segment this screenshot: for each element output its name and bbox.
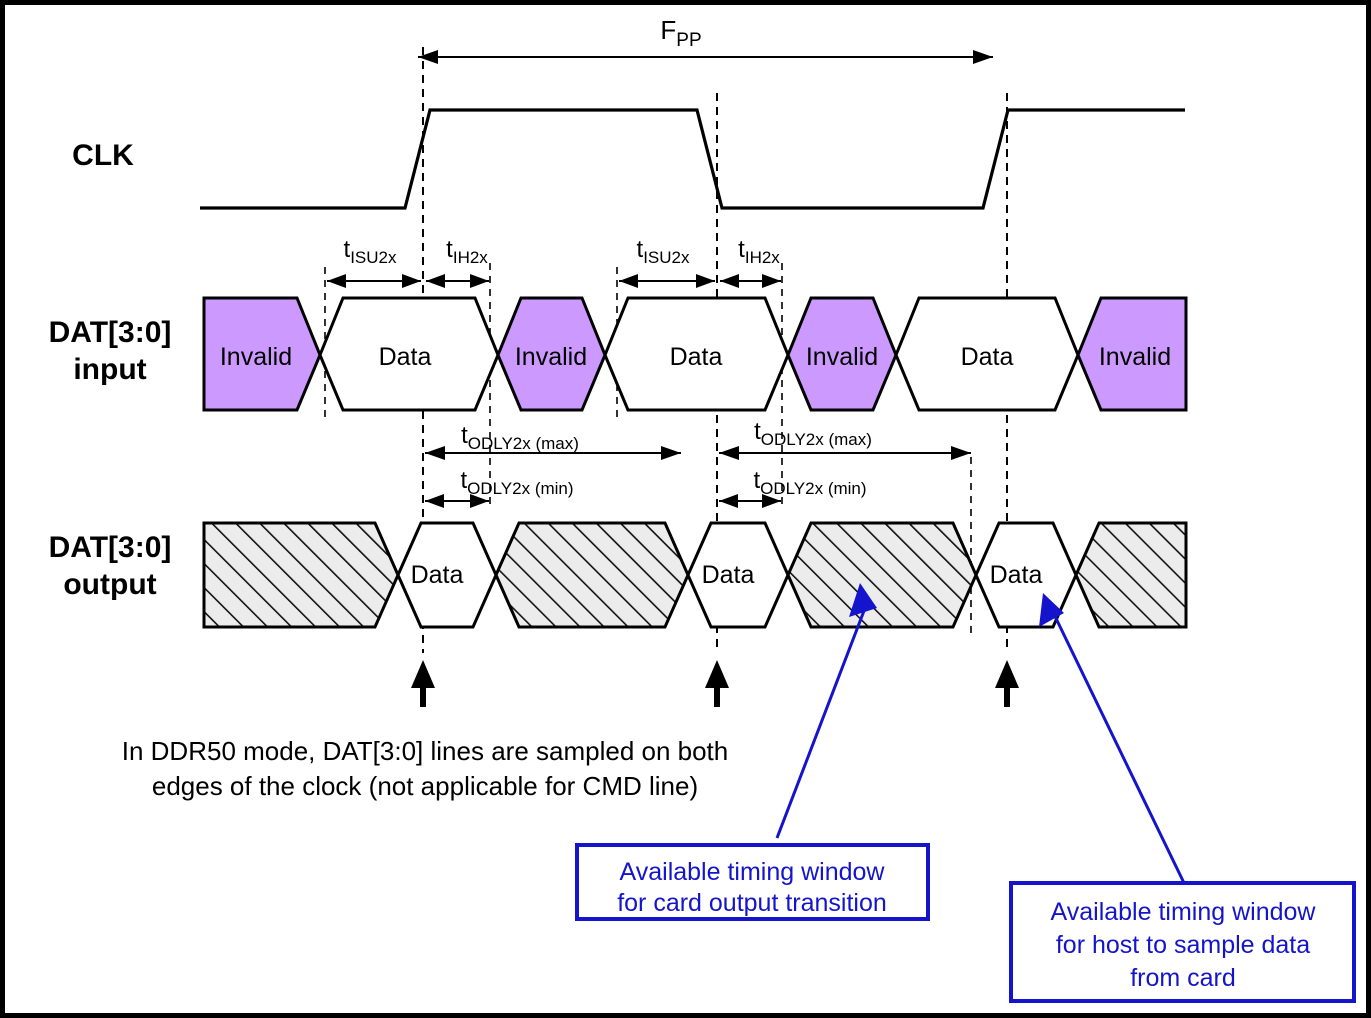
input-cell-label-6: Invalid bbox=[1099, 343, 1171, 371]
fpp-arrow-right bbox=[973, 50, 993, 64]
callout-2-line-1: Available timing window bbox=[1051, 898, 1317, 926]
input-cell-label-4: Invalid bbox=[806, 343, 878, 371]
input-cell-invalid-6 bbox=[1076, 296, 1188, 412]
callout-2-line-2: for host to sample data bbox=[1056, 931, 1310, 959]
row-label-dat-input-line2: input bbox=[73, 353, 146, 386]
output-cell-label-5: Data bbox=[990, 561, 1043, 589]
callout-leader-2-head bbox=[1039, 593, 1064, 627]
sampling-arrow-3 bbox=[995, 660, 1019, 707]
dat-input-waveform: Invalid Data Invalid Data Invalid Data I… bbox=[202, 296, 1188, 412]
caption-block: In DDR50 mode, DAT[3:0] lines are sample… bbox=[122, 736, 729, 801]
input-cell-label-0: Invalid bbox=[220, 343, 292, 371]
row-label-clk: CLK bbox=[72, 139, 134, 172]
callout-leader-1-head bbox=[849, 583, 877, 617]
todly2x-min-label-2: tODLY2x (min) bbox=[753, 467, 866, 498]
output-cell-hatched-6 bbox=[1074, 521, 1188, 629]
input-cell-label-2: Invalid bbox=[515, 343, 587, 371]
output-cell-hatched-2 bbox=[494, 521, 690, 629]
fpp-arrow-left bbox=[418, 50, 438, 64]
tih2x-label-1: tIH2x bbox=[446, 236, 488, 267]
output-cell-label-1: Data bbox=[411, 561, 464, 589]
input-cell-label-3: Data bbox=[670, 343, 723, 371]
tisu2x-label-1: tISU2x bbox=[344, 236, 397, 267]
callout-leader-2 bbox=[1049, 607, 1187, 886]
row-label-dat-output-line2: output bbox=[63, 568, 156, 601]
callout-box-1[interactable] bbox=[575, 843, 930, 921]
callout-card-output-transition[interactable]: Available timing window for card output … bbox=[575, 843, 930, 921]
input-cell-label-5: Data bbox=[961, 343, 1014, 371]
ddr50-timing-diagram: FPP CLK DAT[3:0] input DAT[3:0] output t… bbox=[49, 15, 1356, 1003]
todly2x-max-label-1: tODLY2x (max) bbox=[461, 422, 579, 453]
callout-leader-1 bbox=[775, 602, 869, 839]
tih2x-label-2: tIH2x bbox=[738, 236, 780, 267]
setup-hold-markers: tISU2x tIH2x tISU2x tIH2x bbox=[327, 236, 781, 288]
callout-box-2[interactable] bbox=[1009, 881, 1356, 1003]
input-cell-invalid-0 bbox=[202, 296, 322, 412]
row-label-dat-output-line1: DAT[3:0] bbox=[49, 531, 172, 564]
input-cell-label-1: Data bbox=[379, 343, 432, 371]
todly2x-min-label-1: tODLY2x (min) bbox=[460, 467, 573, 498]
caption-line-2: edges of the clock (not applicable for C… bbox=[152, 771, 698, 801]
callout-leaders bbox=[775, 583, 1187, 886]
output-cell-label-3: Data bbox=[702, 561, 755, 589]
output-cell-hatched-0 bbox=[202, 521, 400, 629]
sampling-arrows bbox=[411, 660, 1019, 707]
sampling-arrow-2 bbox=[705, 660, 729, 707]
callout-host-sample-data[interactable]: Available timing window for host to samp… bbox=[1009, 881, 1356, 1003]
sampling-arrow-1 bbox=[411, 660, 435, 707]
callout-2-line-3: from card bbox=[1130, 964, 1236, 992]
callout-1-line-2: for card output transition bbox=[617, 889, 887, 917]
clk-waveform bbox=[200, 108, 1185, 210]
odly-markers: tODLY2x (max) tODLY2x (min) tODLY2x (max… bbox=[425, 418, 971, 508]
callout-1-line-1: Available timing window bbox=[620, 858, 886, 886]
fpp-label: FPP bbox=[660, 15, 701, 51]
todly2x-max-label-2: tODLY2x (max) bbox=[754, 418, 872, 449]
caption-line-1: In DDR50 mode, DAT[3:0] lines are sample… bbox=[122, 736, 729, 766]
row-label-dat-input-line1: DAT[3:0] bbox=[49, 316, 172, 349]
dat-output-waveform: Data Data Data bbox=[202, 521, 1188, 629]
row-labels: CLK DAT[3:0] input DAT[3:0] output bbox=[49, 139, 172, 601]
fpp-dimension: FPP bbox=[418, 15, 993, 64]
output-cell-hatched-4 bbox=[786, 521, 978, 629]
tisu2x-label-2: tISU2x bbox=[637, 236, 690, 267]
